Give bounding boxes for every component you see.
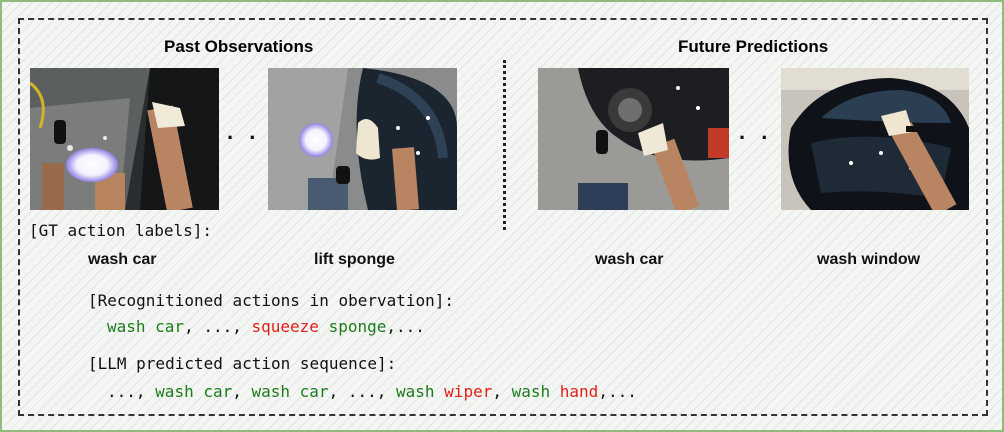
llm-token: ,... xyxy=(598,382,637,401)
gt-label-1: wash car xyxy=(88,251,157,268)
recognized-token: sponge xyxy=(318,317,387,336)
llm-token: hand xyxy=(559,382,599,401)
recognized-token: , ..., xyxy=(184,317,252,336)
llm-token: wiper xyxy=(444,382,493,401)
llm-token: , xyxy=(492,382,512,401)
observation-image-wash-car xyxy=(30,68,219,210)
llm-prediction-header: [LLM predicted action sequence]: xyxy=(88,354,397,373)
past-future-divider xyxy=(503,60,506,230)
future-predictions-heading: Future Predictions xyxy=(678,37,829,56)
llm-token: wash car xyxy=(251,382,329,401)
llm-token: wash car xyxy=(155,382,233,401)
prediction-image-wash-car xyxy=(538,68,729,210)
gt-label-4: wash window xyxy=(817,251,921,268)
recognized-actions-header: [Recognitioned actions in obervation]: xyxy=(88,291,455,310)
recognized-actions-line: wash car, ..., squeeze sponge,... xyxy=(107,317,425,336)
gt-action-labels-header: [GT action labels]: xyxy=(29,221,213,240)
llm-token: , xyxy=(232,382,252,401)
recognized-token: ,... xyxy=(386,317,425,336)
llm-token: wash xyxy=(511,382,560,401)
llm-prediction-line: ..., wash car, wash car, ..., wash wiper… xyxy=(107,382,637,401)
gt-label-2: lift sponge xyxy=(314,251,395,268)
prediction-image-wash-window xyxy=(781,68,969,210)
recognized-token: wash car xyxy=(107,317,185,336)
llm-token: ..., xyxy=(107,382,156,401)
recognized-token: squeeze xyxy=(251,317,319,336)
llm-token: , ..., xyxy=(328,382,396,401)
llm-token: wash xyxy=(396,382,445,401)
gt-label-3: wash car xyxy=(595,251,664,268)
past-observations-heading: Past Observations xyxy=(164,37,314,56)
observation-image-lift-sponge xyxy=(268,68,457,210)
dashed-frame xyxy=(18,18,988,416)
